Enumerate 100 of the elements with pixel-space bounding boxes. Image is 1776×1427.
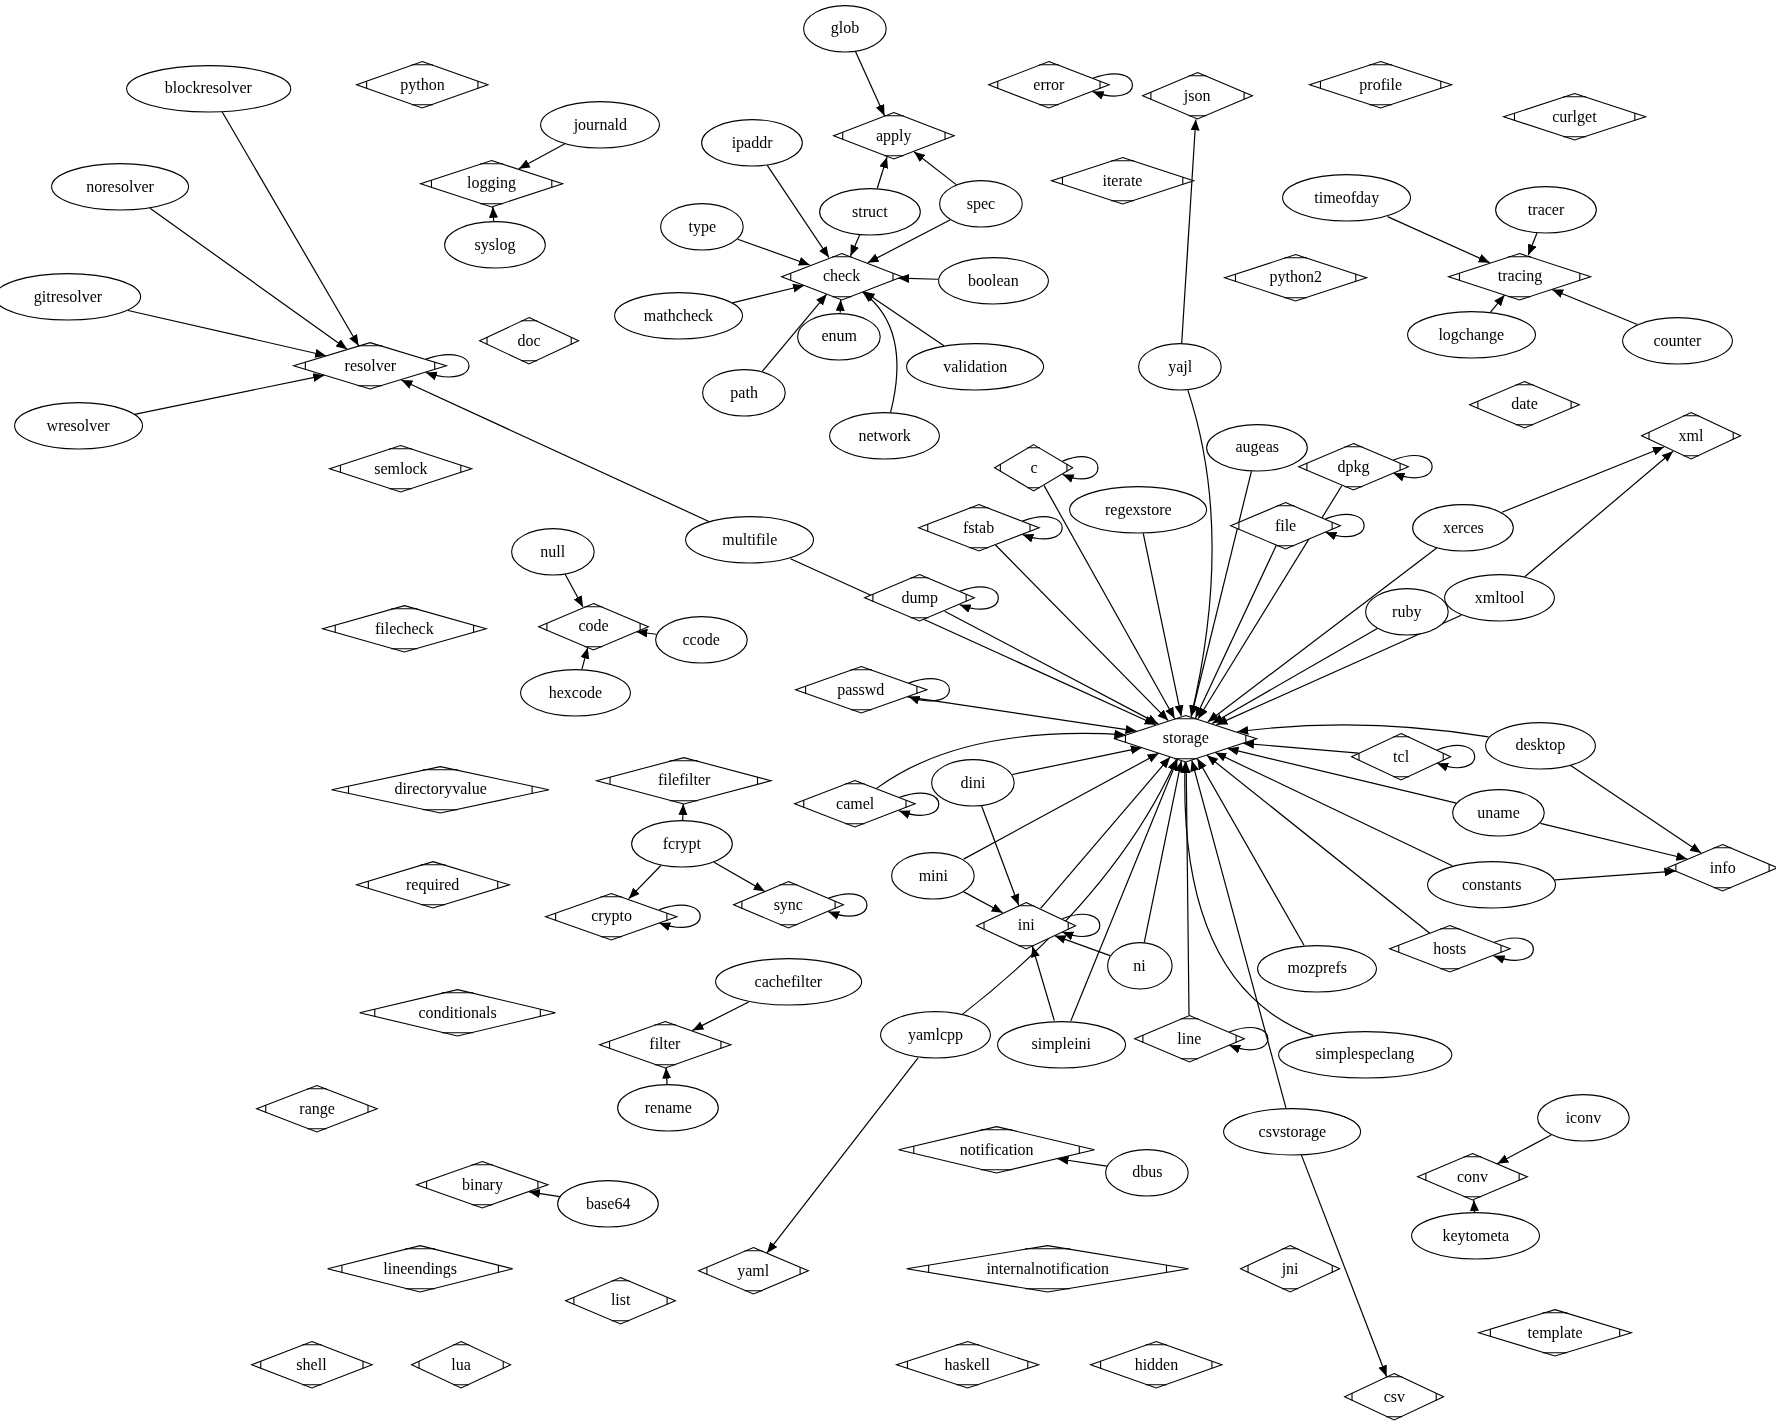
diamond-node [832,112,955,160]
arrow [944,610,1159,725]
arrow [691,1001,750,1031]
arrow [133,373,325,415]
ellipse-node [557,1180,660,1228]
arrow [863,290,945,347]
ellipse-node [444,220,546,269]
diamond-node [1114,714,1258,763]
arrow [898,792,940,819]
ellipse-node [996,1020,1126,1069]
node-label: yamlcpp [907,1026,965,1045]
ellipse-node [1452,789,1545,837]
ellipse-node [803,4,887,53]
arrow [827,893,868,920]
node-label: glob [829,19,861,38]
ellipse-node [714,958,862,1006]
node-label: logging [466,174,517,193]
arrow [1554,867,1676,881]
diamond-node [1344,1372,1445,1421]
arrow [913,151,957,186]
ellipse-node [829,412,941,460]
arrow [961,758,1178,1015]
diamond-node [598,1020,732,1069]
ellipse-node [685,516,815,565]
diamond-node [906,1244,1190,1293]
diamond-node [1640,412,1742,460]
diamond-node [732,881,844,929]
ellipse-node [1484,721,1596,770]
arrow [766,164,830,259]
diamond-node [895,1341,1039,1389]
node-label: directoryvalue [393,780,488,799]
ellipse-node [797,312,882,361]
diamond-node [250,1341,373,1389]
arrow [1392,454,1433,481]
ellipse-node [1138,343,1223,391]
arrow [1300,1154,1388,1378]
diamond-node [1416,1153,1528,1201]
arrow [1489,294,1506,314]
diamond-node [1309,61,1453,109]
ellipse-node [891,851,976,900]
diamond-node [917,504,1040,552]
arrow [861,291,898,414]
diamond-node [329,445,473,493]
arrow [678,803,688,821]
node-label: template [1526,1324,1584,1343]
arrow [1524,450,1674,578]
diamond-node [1050,157,1195,205]
ellipse-node [540,100,661,149]
diamond-node [256,1085,378,1133]
ellipse-node [50,163,190,211]
diamond-node [596,756,772,805]
diamond-node [780,252,903,301]
arrow [1207,547,1438,723]
ellipse-node [125,64,292,113]
diamond-node [1239,1244,1341,1293]
arrow [518,143,566,170]
arrow [1469,1199,1479,1213]
arrow [658,904,701,931]
diamond-node [416,1160,549,1209]
diamond-node [1502,92,1646,141]
diamond-node [898,1125,1096,1174]
diamond-node [1469,380,1581,429]
arrow [959,586,999,613]
arrow [1043,484,1176,720]
arrow [127,309,327,358]
diamond-node [1230,501,1342,550]
arrow [1062,456,1099,483]
ellipse-node [1537,1094,1630,1142]
diamond-node [327,1244,514,1293]
arrow [1386,216,1491,264]
ellipse-node [1412,504,1515,552]
arrow [564,573,584,608]
arrow [761,293,828,373]
ellipse-node [1444,574,1556,622]
arrow [1214,751,1453,867]
ellipse-node [1364,587,1449,636]
diamond-node [410,1341,512,1389]
arrow [400,379,711,523]
diamond-node [1388,925,1511,973]
arrow [1493,937,1534,964]
arrow [713,861,766,892]
arrow [528,1189,561,1198]
arrow [1031,945,1055,1022]
diamond-node [538,602,649,651]
arrow [628,864,662,900]
arrow [1215,614,1462,726]
arrow [897,273,939,283]
arrow [963,891,1004,914]
arrow [635,628,657,638]
ellipse-node [1257,944,1378,993]
ellipse-node [1406,311,1536,360]
diamond-node [864,574,976,622]
ellipse-node [938,180,1023,228]
arrow [1189,470,1253,718]
ellipse-node [1223,1107,1362,1156]
diamond-node [293,342,448,390]
diamond-node [1224,253,1368,302]
arrow [1054,935,1111,957]
diamond-node [331,765,550,814]
arrow [963,752,1160,860]
